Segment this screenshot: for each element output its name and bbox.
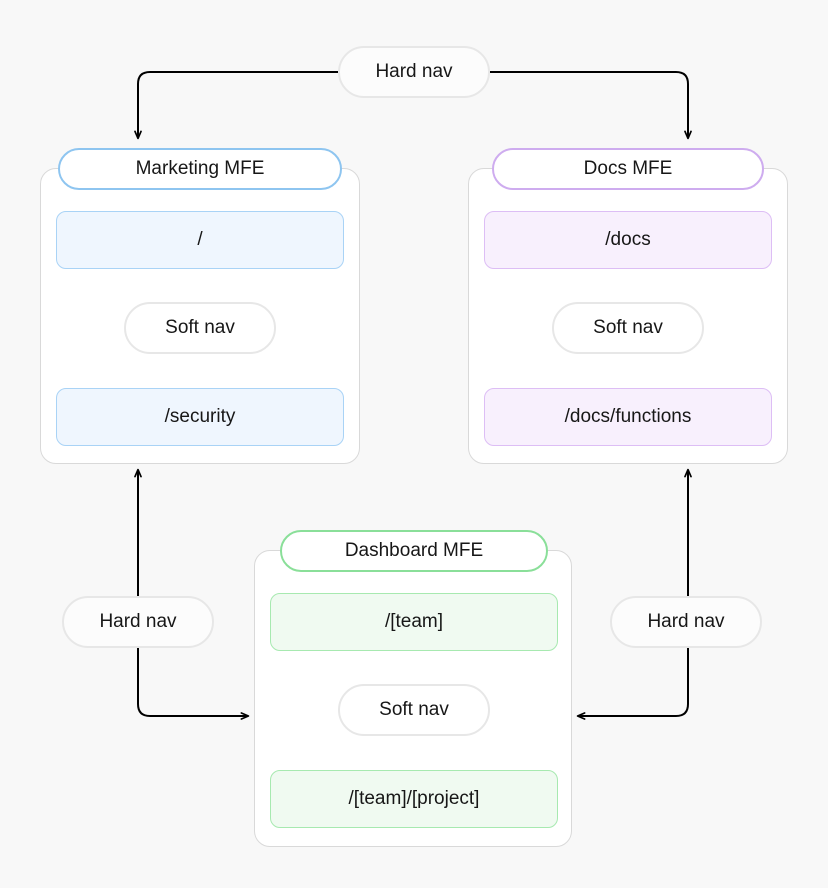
route-box-marketing-root[interactable]: / (56, 211, 344, 269)
edge-top-hardnav-to-docs (490, 71, 692, 140)
route-path: /docs/functions (564, 406, 692, 427)
soft-nav-pill-marketing[interactable]: Soft nav (124, 302, 276, 354)
hard-nav-label: Hard nav (375, 61, 453, 82)
mfe-title: Dashboard MFE (344, 540, 484, 561)
edge-top-hardnav-to-marketing (134, 71, 338, 140)
mfe-title: Marketing MFE (135, 158, 265, 179)
hard-nav-label: Hard nav (99, 611, 177, 632)
hard-nav-label: Hard nav (647, 611, 725, 632)
route-box-dashboard-team[interactable]: /[team] (270, 593, 558, 651)
route-path: /[team] (384, 611, 444, 632)
route-box-docs-root[interactable]: /docs (484, 211, 772, 269)
route-box-docs-functions[interactable]: /docs/functions (484, 388, 772, 446)
mfe-title: Docs MFE (583, 158, 673, 179)
soft-nav-label: Soft nav (165, 317, 235, 338)
route-box-dashboard-project[interactable]: /[team]/[project] (270, 770, 558, 828)
mfe-header-docs[interactable]: Docs MFE (492, 148, 764, 190)
route-path: /docs (605, 229, 651, 250)
edge-right-hardnav-to-dashboard (576, 648, 689, 720)
soft-nav-pill-docs[interactable]: Soft nav (552, 302, 704, 354)
edge-left-hardnav-to-dashboard (137, 648, 250, 720)
hard-nav-pill-left[interactable]: Hard nav (62, 596, 214, 648)
mfe-header-marketing[interactable]: Marketing MFE (58, 148, 342, 190)
route-path: /security (164, 406, 236, 427)
soft-nav-label: Soft nav (379, 699, 449, 720)
soft-nav-label: Soft nav (593, 317, 663, 338)
hard-nav-pill-top[interactable]: Hard nav (338, 46, 490, 98)
route-path: /[team]/[project] (348, 788, 480, 809)
hard-nav-pill-right[interactable]: Hard nav (610, 596, 762, 648)
route-path: / (197, 229, 203, 250)
mfe-header-dashboard[interactable]: Dashboard MFE (280, 530, 548, 572)
soft-nav-pill-dashboard[interactable]: Soft nav (338, 684, 490, 736)
route-box-marketing-security[interactable]: /security (56, 388, 344, 446)
